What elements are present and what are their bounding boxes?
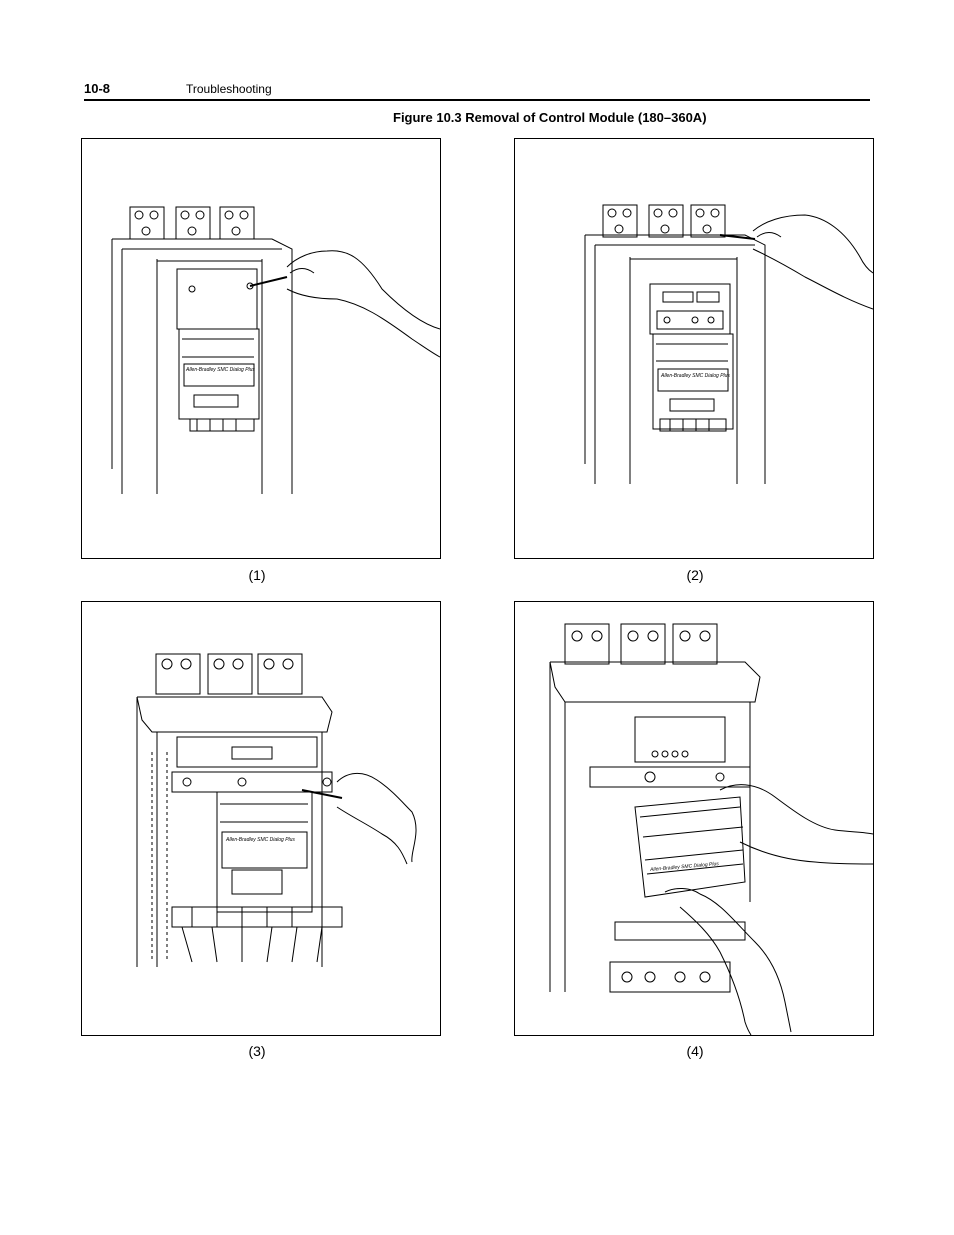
- panel-caption-1: (1): [248, 567, 266, 583]
- starter-illustration-3: [136, 653, 417, 967]
- header-rule: [84, 99, 870, 101]
- figure-panel-3: Allen-Bradley SMC Dialog Plus: [81, 601, 441, 1036]
- module-label: Allen-Bradley SMC Dialog Plus: [661, 373, 730, 379]
- panel-caption-3: (3): [248, 1043, 266, 1059]
- figure-panel-1: Allen-Bradley SMC Dialog Plus: [81, 138, 441, 559]
- page-number: 10-8: [84, 81, 111, 96]
- panel-caption-4: (4): [686, 1043, 704, 1059]
- starter-illustration-1: [111, 206, 440, 494]
- starter-illustration-2: [584, 204, 873, 484]
- figure-panel-2: Allen-Bradley SMC Dialog Plus: [514, 138, 874, 559]
- panel-caption-2: (2): [686, 567, 704, 583]
- module-label: Allen-Bradley SMC Dialog Plus: [226, 837, 295, 843]
- figure-title: Figure 10.3 Removal of Control Module (1…: [393, 110, 707, 125]
- figure-panel-4: Allen-Bradley SMC Dialog Plus: [514, 601, 874, 1036]
- starter-illustration-4: [549, 623, 873, 1035]
- module-label: Allen-Bradley SMC Dialog Plus: [186, 367, 255, 373]
- section-title: Troubleshooting: [186, 82, 272, 96]
